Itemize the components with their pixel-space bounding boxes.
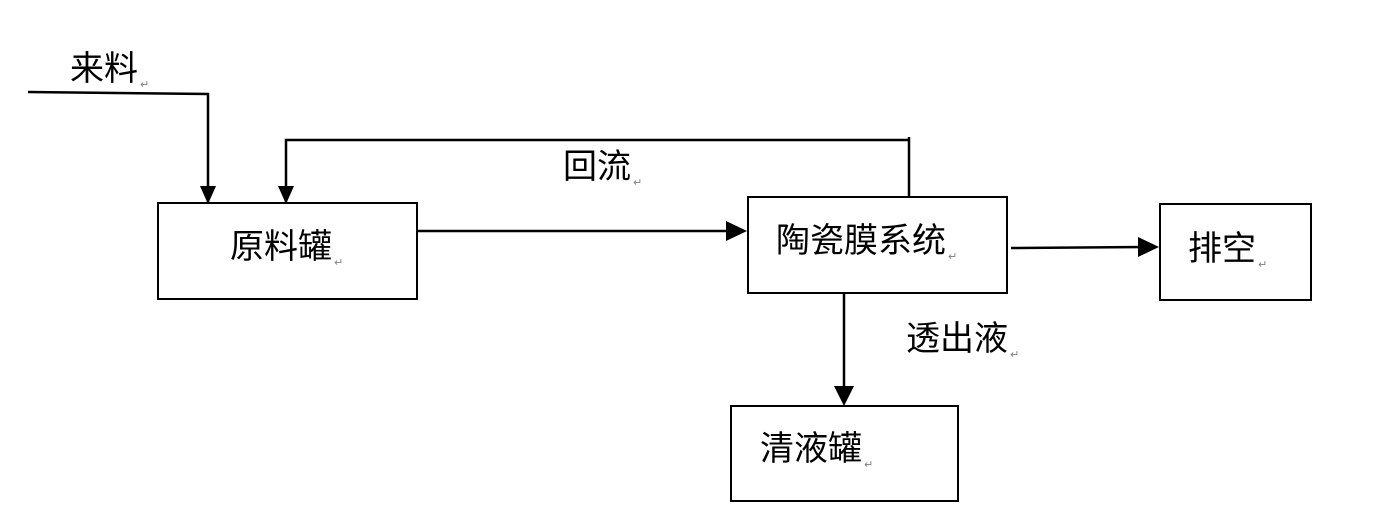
membrane-system-label-text: 陶瓷膜系统 [776,221,946,261]
paragraph-mark: ↵ [334,256,344,269]
raw-tank-label: 原料罐↵ [230,230,343,268]
paragraph-mark: ↵ [948,250,958,263]
reflux-arrowhead [278,186,294,204]
clear-tank-box [730,405,959,502]
drain-label-text: 排空 [1188,229,1256,269]
raw-to-membrane-arrowhead [726,221,747,241]
feed-line [27,90,210,202]
clear-tank-label-text: 清液罐 [760,429,862,469]
reflux-label: 回流↵ [563,150,642,188]
raw-tank-label-text: 原料罐 [230,227,332,267]
membrane-system-box [747,196,1008,294]
feed-label-text: 来料 [70,49,138,89]
membrane-system-label: 陶瓷膜系统↵ [776,224,957,262]
paragraph-mark: ↵ [1258,258,1268,271]
membrane-to-drain-arrowhead [1138,237,1159,257]
permeate-label: 透出液↵ [906,322,1019,360]
paragraph-mark: ↵ [140,78,150,91]
membrane-to-clear-arrowhead [834,386,854,406]
feed-arrowhead [200,186,216,204]
paragraph-mark: ↵ [864,458,874,471]
drain-box [1159,203,1312,301]
reflux-line [284,137,911,202]
membrane-to-drain-line [1010,245,1147,250]
reflux-label-text: 回流 [563,147,631,187]
permeate-label-text: 透出液 [906,319,1008,359]
feed-label: 来料↵ [70,52,149,90]
paragraph-mark: ↵ [633,176,643,189]
drain-label: 排空↵ [1188,232,1267,270]
raw-tank-box [157,202,418,300]
clear-tank-label: 清液罐↵ [760,432,873,470]
paragraph-mark: ↵ [1010,348,1020,361]
